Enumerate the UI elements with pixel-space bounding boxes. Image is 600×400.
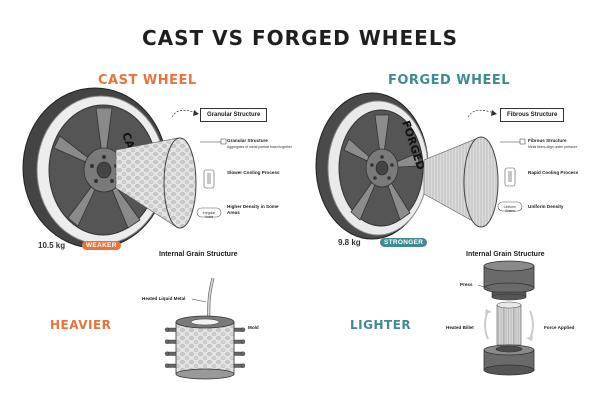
forged-billet-label: Heated Billet bbox=[446, 325, 474, 330]
page-title: CAST VS FORGED WHEELS bbox=[142, 26, 458, 50]
cast-grain-icon bbox=[200, 138, 227, 145]
cast-void-pill bbox=[196, 207, 222, 218]
cast-mold-label: Mold bbox=[248, 325, 259, 330]
cast-process-label: Slower Cooling Process bbox=[227, 170, 280, 175]
cast-diagram-title: Internal Grain Structure bbox=[159, 251, 238, 258]
forged-structure-box: Fibrous Structure bbox=[500, 108, 565, 122]
forged-force-label: Force Applied bbox=[544, 325, 575, 330]
cast-metal-label: Heated Liquid Metal bbox=[142, 296, 186, 301]
casting-mold-diagram bbox=[164, 277, 246, 380]
forged-strength-badge: STRONGER bbox=[380, 238, 428, 247]
forged-uniform-pill bbox=[497, 201, 523, 212]
forged-heading: FORGED WHEEL bbox=[388, 73, 511, 88]
cast-weight-verdict: HEAVIER bbox=[50, 318, 112, 332]
forged-wheel bbox=[315, 92, 429, 240]
forged-process-label: Rapid Cooling Process bbox=[528, 170, 579, 175]
forged-diagram-title: Internal Grain Structure bbox=[466, 251, 545, 258]
cast-structure-note: Aggregates of metal particle fused toget… bbox=[227, 145, 292, 149]
cast-strength-badge: WEAKER bbox=[82, 241, 121, 250]
cast-weight: 10.5 kg bbox=[38, 241, 66, 250]
cast-pill-label: Irregular Voids bbox=[202, 211, 216, 219]
cast-heading: CAST WHEEL bbox=[98, 73, 197, 88]
forged-weight: 9.8 kg bbox=[338, 238, 361, 247]
cast-wheel bbox=[22, 87, 168, 249]
forged-pill-label: Uniform Grains bbox=[504, 205, 516, 213]
forged-press-label: Press bbox=[460, 282, 473, 287]
cast-thermometer-icon bbox=[203, 169, 215, 189]
forged-grain-icon bbox=[500, 138, 526, 145]
forged-density-label: Uniform Density bbox=[528, 204, 564, 209]
cast-density-label: Higher Density in Some Areas bbox=[227, 204, 279, 215]
forged-thermometer-icon bbox=[504, 167, 516, 187]
forged-structure-note: Metal fibers align under pressure bbox=[528, 145, 578, 149]
forged-structure-label: Fibrous Structure bbox=[528, 138, 567, 143]
cast-structure-box: Granular Structure bbox=[200, 108, 268, 122]
cast-magnify-cone bbox=[115, 109, 199, 229]
forging-press-diagram bbox=[477, 260, 535, 376]
cast-structure-label: Granular Structure bbox=[227, 138, 268, 143]
forged-weight-verdict: LIGHTER bbox=[350, 318, 412, 332]
forged-magnify-cone bbox=[423, 109, 499, 228]
